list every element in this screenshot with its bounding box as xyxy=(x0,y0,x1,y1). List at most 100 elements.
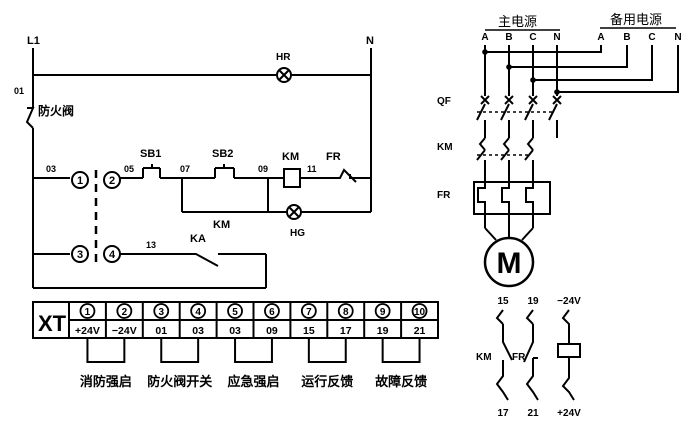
motor-icon xyxy=(483,236,535,288)
main-phase-label: C xyxy=(529,32,536,43)
sb2-label: SB2 xyxy=(212,148,233,160)
qf-switch-blade xyxy=(548,103,558,138)
hr-lamp-icon xyxy=(276,67,292,83)
xt-group-bracket xyxy=(307,338,347,363)
backup-phase-label: N xyxy=(674,32,681,43)
feedback-circuit: 15 19 −24V 17 21 +24V KM FR xyxy=(476,296,581,419)
feedback-km-label: KM xyxy=(476,352,492,363)
fire-damper-label: 防火阀 xyxy=(38,103,74,118)
live-rail-label: L1 xyxy=(27,35,40,47)
xt-terminal-number: 3 xyxy=(158,307,164,318)
qf-breaker-icon xyxy=(480,95,490,105)
xt-terminal-6-circle xyxy=(264,303,280,319)
xt-terminal-4-circle xyxy=(190,303,207,319)
xt-terminal-label: 09 xyxy=(266,325,278,337)
main-supply-label: 主电源 xyxy=(498,15,537,30)
xt-terminal-number: 7 xyxy=(306,307,312,318)
km-coil-label: KM xyxy=(282,151,299,163)
xt-terminal-number: 1 xyxy=(85,307,91,318)
xt-terminal-5-circle xyxy=(227,303,243,319)
main-phase-label: N xyxy=(553,32,560,43)
main-phase-label: B xyxy=(505,32,512,43)
xt-terminal-number: 8 xyxy=(343,307,349,318)
xt-terminal-7-circle xyxy=(300,303,317,319)
sb2-button-icon xyxy=(214,164,284,179)
terminal-block-name: XT xyxy=(38,311,67,336)
neutral-rail-label: N xyxy=(366,35,374,47)
xt-terminal-number: 9 xyxy=(380,307,386,318)
sb1-label: SB1 xyxy=(140,148,161,160)
xt-group-label: 防火阀开关 xyxy=(147,374,212,390)
km-contact-label: KM xyxy=(213,219,230,231)
feedback-bottom-21: 21 xyxy=(527,408,539,419)
xt-terminal-2-circle xyxy=(116,303,133,319)
xt-terminal-label: 21 xyxy=(414,325,426,337)
ka-contact-icon xyxy=(194,253,219,267)
terminal-1-number: 1 xyxy=(77,175,83,187)
xt-terminal-number: 6 xyxy=(269,307,275,318)
backup-phase-label: B xyxy=(623,32,630,43)
xt-terminal-1-circle xyxy=(79,303,96,319)
xt-terminal-label: 03 xyxy=(229,325,241,337)
fr-contact-label: FR xyxy=(326,151,341,163)
node-03-label: 03 xyxy=(46,164,56,174)
feedback-bottom-17: 17 xyxy=(497,408,509,419)
terminal-3-circle xyxy=(71,245,89,263)
bus-junction-dot xyxy=(506,64,512,70)
node-13-label: 13 xyxy=(146,240,156,250)
feedback-top-minus24v: −24V xyxy=(557,296,581,307)
km-contactor-icon xyxy=(524,137,534,170)
xt-terminal-label: 01 xyxy=(155,325,167,337)
feedback-bottom-plus24v: +24V xyxy=(557,408,581,419)
fr-heater-elements xyxy=(477,170,534,228)
xt-group-bracket xyxy=(234,338,273,363)
xt-terminal-number: 5 xyxy=(232,307,238,318)
qf-label: QF xyxy=(437,96,451,107)
backup-phase-label: C xyxy=(648,32,655,43)
xt-group-label: 应急强启 xyxy=(227,374,279,390)
xt-group-label: 故障反馈 xyxy=(375,374,427,390)
feedback-top-19: 19 xyxy=(527,296,539,307)
bus-junction-dot xyxy=(482,49,488,55)
node-11-label: 11 xyxy=(307,164,317,174)
km-coil-icon xyxy=(283,168,301,188)
km-contactor-icon xyxy=(500,137,510,170)
xt-terminal-3-circle xyxy=(153,303,170,319)
xt-terminal-label: 17 xyxy=(340,325,352,337)
feedback-km-contact-icon xyxy=(495,309,513,401)
backup-bus xyxy=(485,45,679,93)
sb1-button-icon xyxy=(142,164,215,179)
qf-switch-blade xyxy=(476,103,486,138)
ka-contact-label: KA xyxy=(190,233,206,245)
xt-terminal-label: 15 xyxy=(303,325,315,337)
feedback-fr-contact-icon xyxy=(523,309,539,401)
node-09-label: 09 xyxy=(258,164,268,174)
xt-terminal-number: 4 xyxy=(195,307,201,318)
xt-terminal-label: −24V xyxy=(112,325,137,337)
xt-terminal-10-circle xyxy=(411,303,428,319)
node-07-label: 07 xyxy=(180,164,190,174)
qf-switch-blade xyxy=(524,103,534,138)
xt-group-bracket xyxy=(381,338,421,363)
qf-breaker-icon xyxy=(552,95,562,105)
terminal-1-circle xyxy=(71,171,89,189)
xt-group-label: 运行反馈 xyxy=(301,374,353,390)
km-label: KM xyxy=(437,142,453,153)
xt-terminal-8-circle xyxy=(337,303,354,319)
terminal-3-number: 3 xyxy=(77,249,83,261)
bus-junction-dot xyxy=(554,89,560,95)
qf-breaker-icon xyxy=(528,95,538,105)
bus-junction-dot xyxy=(530,77,536,83)
control-circuit: L1 N HR 01 防火阀 03 1 2 05 SB1 xyxy=(14,35,374,289)
terminal-2-number: 2 xyxy=(109,175,115,187)
xt-group-bracket xyxy=(160,338,200,363)
xt-terminal-label: 03 xyxy=(192,325,204,337)
xt-group-bracket xyxy=(86,338,126,363)
fr-contact-icon xyxy=(330,168,371,183)
hg-label: HG xyxy=(290,228,305,239)
fr-thermal-relay-icon xyxy=(473,181,551,215)
km-contactor-icon xyxy=(476,137,486,170)
